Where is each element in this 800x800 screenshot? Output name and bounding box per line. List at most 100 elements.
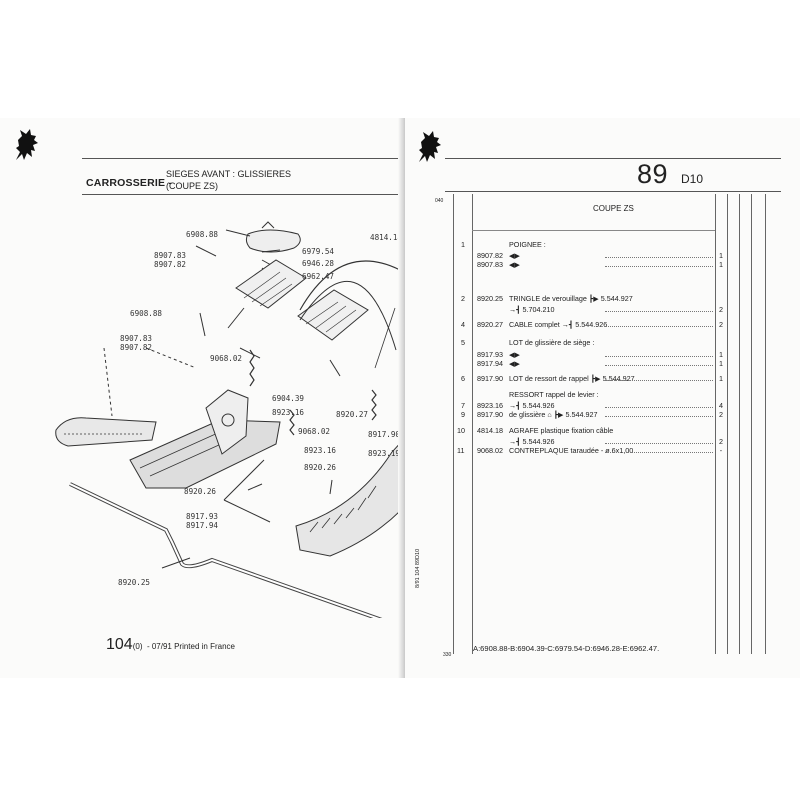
part-label-8923-19: 8923.19: [368, 449, 401, 458]
table-col-rule-4: [727, 194, 728, 654]
part-reference: 8907.83: [477, 260, 503, 269]
part-label-6946-28: 6946.28: [302, 259, 335, 268]
part-quantity: 2: [719, 305, 723, 314]
part-reference: 8920.25: [477, 294, 503, 303]
dotted-leader: [605, 416, 713, 417]
peugeot-lion-icon: [16, 129, 38, 160]
part-label-8907-82-top: 8907.82: [154, 260, 187, 269]
part-label-8920-26-a: 8920.26: [304, 463, 337, 472]
dotted-leader: [605, 365, 713, 366]
part-description: ◀▶: [509, 260, 521, 269]
part-description: LOT de glissière de siège :: [509, 338, 595, 347]
model-code: D10: [681, 172, 704, 186]
part-label-8920-27: 8920.27: [336, 410, 369, 419]
dotted-leader: [605, 266, 713, 267]
part-label-8907-83-mid: 8907.83: [120, 334, 153, 343]
part-label-6979-54: 6979.54: [302, 247, 335, 256]
dotted-leader: [605, 407, 713, 408]
dotted-leader: [605, 452, 713, 453]
part-description: CABLE complet →┫ 5.544.926: [509, 320, 608, 329]
part-reference: 8917.93: [477, 350, 503, 359]
part-quantity: 2: [719, 410, 723, 419]
table-row-number: 11: [457, 446, 465, 455]
header-rule-top: [82, 158, 400, 159]
catalog-spread: CARROSSERIE - SIEGES AVANT : GLISSIERES …: [0, 118, 800, 678]
part-label-6908-88-mid: 6908.88: [130, 309, 163, 318]
section-title: CARROSSERIE -: [86, 177, 173, 189]
part-label-4814-18: 4814.18: [370, 233, 403, 242]
part-label-9068-02-a: 9068.02: [210, 354, 243, 363]
peugeot-lion-icon: [419, 131, 441, 162]
part-label-6908-88-top: 6908.88: [186, 230, 219, 239]
part-label-6904-39: 6904.39: [272, 394, 305, 403]
part-description: →┫ 5.544.926: [509, 437, 555, 446]
part-description: de glissière ⌂ ┣▶ 5.544.927: [509, 410, 598, 419]
part-quantity: 1: [719, 251, 723, 260]
part-label-8923-16-a: 8923.16: [272, 408, 305, 417]
part-quantity: 4: [719, 401, 723, 410]
table-col-rule-5: [739, 194, 740, 654]
part-quantity: 1: [719, 359, 723, 368]
part-reference: 8917.90: [477, 410, 503, 419]
part-quantity: 1: [719, 260, 723, 269]
part-label-8920-25: 8920.25: [118, 578, 151, 587]
margin-label-top: 040: [435, 198, 444, 204]
table-row-number: 5: [461, 338, 465, 347]
table-col-rule-3: [715, 194, 716, 654]
table-row-number: 6: [461, 374, 465, 383]
part-quantity: 2: [719, 437, 723, 446]
dotted-leader: [605, 380, 713, 381]
part-description: CONTREPLAQUE taraudée - ø 6x1,00: [509, 446, 634, 455]
handle-knob-shape: [245, 229, 301, 253]
left-page: CARROSSERIE - SIEGES AVANT : GLISSIERES …: [0, 118, 405, 678]
header-rule-bottom: [82, 194, 400, 195]
part-description: POIGNEE :: [509, 240, 546, 249]
table-header-rule: [472, 230, 715, 231]
part-description: ◀▶: [509, 350, 521, 359]
part-label-8917-90: 8917.90: [368, 430, 401, 439]
dotted-leader: [605, 257, 713, 258]
margin-label-side: 8/91 104 89D10: [415, 548, 421, 588]
part-quantity: 1: [719, 374, 723, 383]
part-description: RESSORT rappel de levier :: [509, 390, 599, 399]
table-row-number: 9: [461, 410, 465, 419]
header-rule-top: [445, 158, 781, 159]
dotted-leader: [605, 443, 713, 444]
margin-label-bottom: 330: [443, 652, 452, 658]
dotted-leader: [605, 311, 713, 312]
part-description: →┫ 5.544.926: [509, 401, 555, 410]
right-page: 89 D10 040 8/91 104 89D10 330 COUPE ZS 1…: [405, 118, 800, 678]
table-row-number: 10: [457, 426, 465, 435]
section-subtitle-2: (COUPE ZS): [166, 181, 219, 191]
table-col-rule-2: [472, 194, 473, 654]
table-row-number: 2: [461, 294, 465, 303]
part-quantity: 2: [719, 320, 723, 329]
part-reference: 8917.90: [477, 374, 503, 383]
table-col-rule-6: [751, 194, 752, 654]
group-code: 89: [637, 159, 669, 189]
part-reference: 4814.18: [477, 426, 503, 435]
part-label-8917-94: 8917.94: [186, 521, 219, 530]
page-footer: 104(0) - 07/91 Printed in France: [106, 636, 235, 654]
part-reference: 8923.16: [477, 401, 503, 410]
part-label-8917-93: 8917.93: [186, 512, 219, 521]
part-quantity: -: [719, 446, 723, 455]
part-description: LOT de ressort de rappel ┣▶ 5.544.927: [509, 374, 635, 383]
part-description: AGRAFE plastique fixation câble: [509, 426, 614, 435]
header-rule-bottom: [445, 191, 781, 192]
table-row-number: 4: [461, 320, 465, 329]
section-subtitle-1: SIEGES AVANT : GLISSIERES: [166, 169, 292, 179]
exploded-parts-diagram: [55, 221, 400, 618]
part-description: ◀▶: [509, 251, 521, 260]
part-reference: 8907.82: [477, 251, 503, 260]
page-number-suffix: (0): [132, 642, 143, 651]
part-quantity: 1: [719, 350, 723, 359]
part-description: →┫ 5.704.210: [509, 305, 555, 314]
table-row-number: 1: [461, 240, 465, 249]
table-col-rule-1: [453, 194, 454, 654]
dotted-leader: [605, 326, 713, 327]
dotted-leader: [605, 356, 713, 357]
footnote: A:6908.88-B:6904.39-C:6979.54-D:6946.28-…: [473, 644, 660, 653]
table-col-rule-7: [765, 194, 766, 654]
part-reference: 8917.94: [477, 359, 503, 368]
